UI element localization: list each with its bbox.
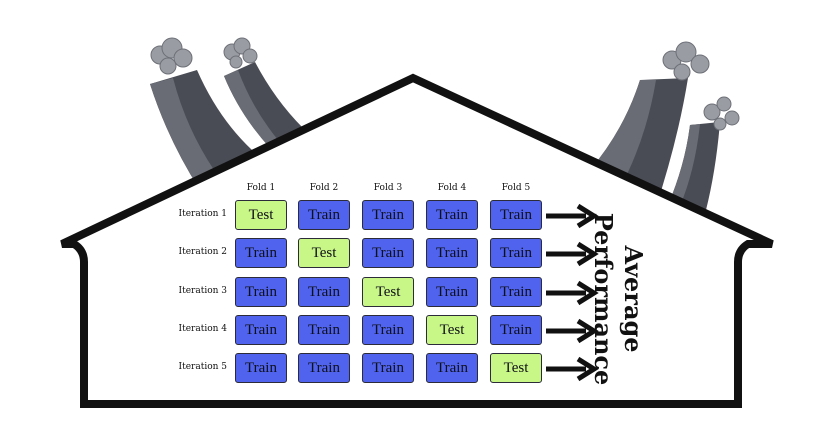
fold-header: Fold 1 [246,183,276,193]
chimney-icon [224,62,303,148]
arrow-right-icon [546,241,599,267]
iteration-label: Iteration 5 [178,362,227,372]
test-fold-cell: Test [362,277,414,307]
test-fold-cell: Test [490,353,542,383]
train-fold-cell: Train [362,353,414,383]
train-fold-cell: Train [426,277,478,307]
iteration-label: Iteration 2 [178,247,227,257]
iteration-label: Iteration 1 [178,209,227,219]
fold-header: Fold 4 [437,183,467,193]
train-fold-cell: Train [490,277,542,307]
train-fold-cell: Train [298,315,350,345]
test-fold-cell: Test [235,200,287,230]
fold-header: Fold 2 [309,183,339,193]
chimney-icon [668,122,720,210]
train-fold-cell: Train [235,315,287,345]
iteration-label: Iteration 4 [178,324,227,334]
train-fold-cell: Train [235,238,287,268]
train-fold-cell: Train [490,315,542,345]
average-performance-label: Average Performance [588,199,648,399]
train-fold-cell: Train [490,238,542,268]
test-fold-cell: Test [426,315,478,345]
train-fold-cell: Train [490,200,542,230]
train-fold-cell: Train [298,353,350,383]
average-label: Average [619,245,648,353]
train-fold-cell: Train [298,277,350,307]
performance-label: Performance [589,212,618,386]
arrow-right-icon [546,318,599,344]
test-fold-cell: Test [298,238,350,268]
arrow-right-icon [546,280,599,306]
train-fold-cell: Train [298,200,350,230]
train-fold-cell: Train [426,238,478,268]
arrow-right-icon [546,356,599,382]
smoke-icon [150,37,258,75]
iteration-label: Iteration 3 [178,286,227,296]
train-fold-cell: Train [235,277,287,307]
fold-header: Fold 5 [501,183,531,193]
fold-header: Fold 3 [373,183,403,193]
arrow-right-icon [546,203,599,229]
train-fold-cell: Train [426,200,478,230]
smoke-icon [662,41,740,131]
train-fold-cell: Train [362,200,414,230]
chimney-icon [150,70,252,190]
train-fold-cell: Train [362,315,414,345]
train-fold-cell: Train [235,353,287,383]
train-fold-cell: Train [426,353,478,383]
train-fold-cell: Train [362,238,414,268]
